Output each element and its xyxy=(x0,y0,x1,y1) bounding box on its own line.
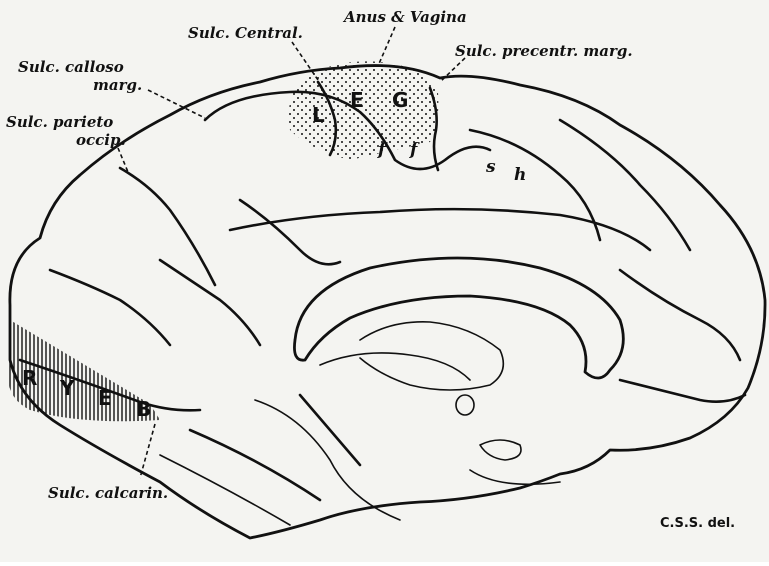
visual-letter-r: R xyxy=(22,366,37,390)
interthalamic-adhesion xyxy=(456,395,474,415)
visual-letter-b: B xyxy=(136,397,151,421)
artist-credit: C.S.S. del. xyxy=(660,516,735,531)
fornix-line xyxy=(320,353,470,380)
area-letter-l: L xyxy=(312,103,325,127)
visual-letter-e: E xyxy=(98,386,112,410)
sulcus-occipital-1 xyxy=(50,270,170,345)
label-sulc-precentr-marg: Sulc. precentr. marg. xyxy=(455,42,633,60)
leader-sulc-precentr xyxy=(440,58,465,82)
leader-sulc-calloso xyxy=(148,90,205,118)
leader-anus-vagina xyxy=(378,27,395,66)
sulcus-frontal-1 xyxy=(470,130,600,240)
visual-letter-y: Y xyxy=(59,376,75,400)
sulcus-parieto-occipital xyxy=(120,168,215,285)
sulcus-orbital xyxy=(620,380,745,402)
sulcus-temporal-2 xyxy=(160,455,290,525)
brainstem-line-2 xyxy=(470,470,560,484)
area-letter-g: G xyxy=(392,88,408,112)
label-sulc-calloso-line1: Sulc. calloso xyxy=(18,58,124,76)
label-sulc-calloso-line2: marg. xyxy=(93,76,142,94)
midbrain-line xyxy=(300,395,360,465)
thalamus-contour xyxy=(360,322,503,390)
leader-sulc-calcarin xyxy=(140,424,155,478)
area-letter-h: h xyxy=(514,165,526,185)
sulcus-temporal-1 xyxy=(190,430,320,500)
optic-recess xyxy=(480,440,521,460)
corpus-callosum xyxy=(294,258,623,378)
area-letter-e: E xyxy=(350,88,364,112)
label-sulc-parieto-line2: occip. xyxy=(76,131,126,149)
sulcus-frontal-2 xyxy=(560,120,690,250)
label-sulc-central: Sulc. Central. xyxy=(188,24,303,42)
sulcus-parietal-1 xyxy=(240,200,340,264)
label-anus-vagina: Anus & Vagina xyxy=(342,8,467,26)
label-sulc-calcarin: Sulc. calcarin. xyxy=(48,484,168,502)
area-letter-s: s xyxy=(485,157,496,177)
label-sulc-parieto-line1: Sulc. parieto xyxy=(6,113,113,131)
sulcus-frontal-3 xyxy=(620,270,740,360)
brainstem-line-1 xyxy=(255,400,400,520)
